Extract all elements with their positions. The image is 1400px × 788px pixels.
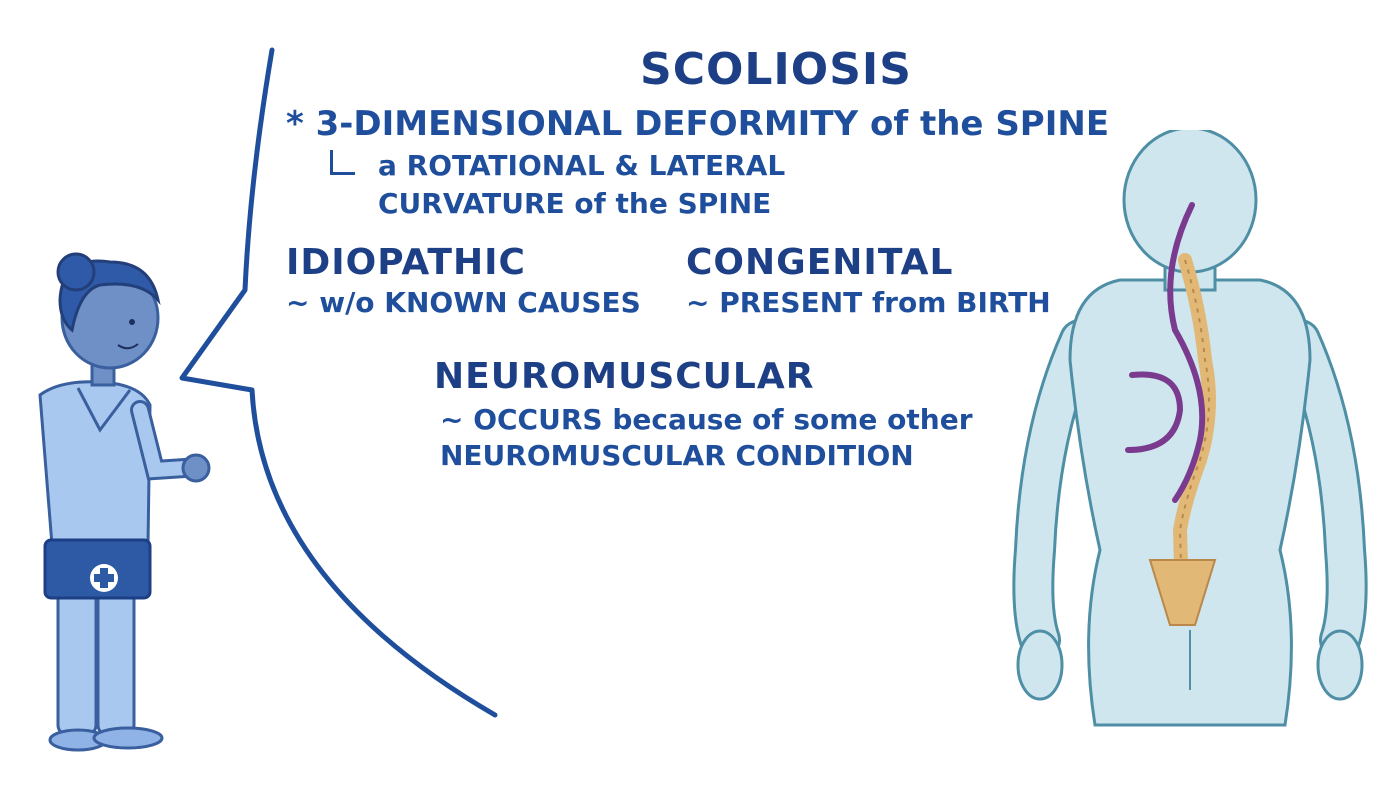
neuromuscular-heading: NEUROMUSCULAR	[434, 356, 815, 397]
congenital-description: ~ PRESENT from BIRTH	[686, 286, 1051, 319]
sub-point-hook	[330, 150, 355, 175]
body-back-illustration	[1012, 130, 1368, 727]
idiopathic-description: ~ w/o KNOWN CAUSES	[286, 286, 641, 319]
neuromuscular-description-line1: ~ OCCURS because of some other	[440, 403, 973, 436]
definition-sub: a ROTATIONAL & LATERAL CURVATURE of the …	[378, 147, 785, 223]
nurse-illustration	[38, 252, 211, 752]
medical-cross-icon	[90, 564, 118, 592]
definition-sub-line1: a ROTATIONAL & LATERAL	[378, 149, 786, 182]
definition-main: * 3-DIMENSIONAL DEFORMITY of the SPINE	[286, 104, 1110, 144]
congenital-heading: CONGENITAL	[686, 242, 954, 283]
idiopathic-heading: IDIOPATHIC	[286, 242, 526, 283]
speech-bubble-outline	[179, 47, 498, 718]
neuromuscular-description-line2: NEUROMUSCULAR CONDITION	[440, 439, 914, 472]
page-title: SCOLIOSIS	[640, 44, 912, 95]
definition-sub-line2: CURVATURE of the SPINE	[378, 187, 772, 220]
neuromuscular-description: ~ OCCURS because of some other NEUROMUSC…	[440, 402, 973, 474]
